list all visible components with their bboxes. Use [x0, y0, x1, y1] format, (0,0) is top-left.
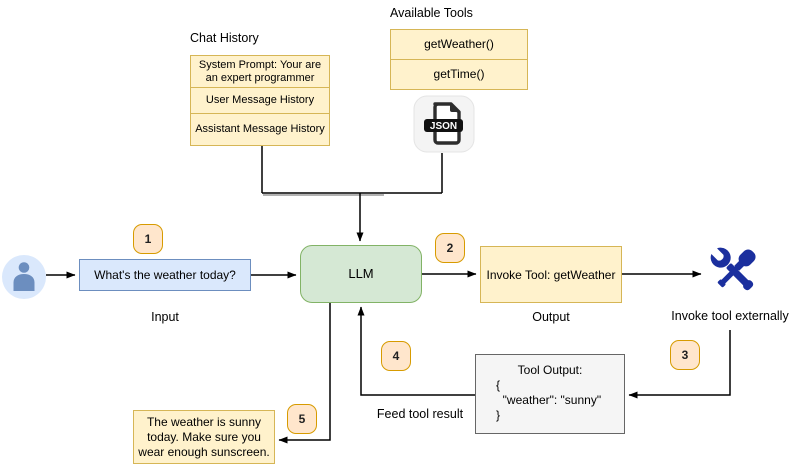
- available-tools-table: getWeather() getTime(): [390, 29, 528, 90]
- response-box: The weather is sunny today. Make sure yo…: [133, 410, 275, 464]
- output-box: Invoke Tool: getWeather: [480, 246, 622, 303]
- tool-getweather: getWeather(): [424, 37, 494, 51]
- input-label: Input: [151, 310, 179, 324]
- tool-output-box: Tool Output: { "weather": "sunny" }: [475, 354, 625, 434]
- chat-history-table: System Prompt: Your are an expert progra…: [190, 55, 330, 146]
- step-badge-4: 4: [381, 341, 411, 371]
- edge-tooloutput-llm: [357, 306, 475, 396]
- tool-gettime: getTime(): [391, 59, 527, 89]
- llm-box: LLM: [300, 245, 422, 303]
- step-badge-3: 3: [670, 340, 700, 370]
- available-tools-label: Available Tools: [390, 6, 473, 20]
- step-badge-2: 2: [435, 233, 465, 263]
- chat-history-row-system: System Prompt: Your are an expert progra…: [198, 58, 322, 84]
- json-file-icon: JSON: [413, 95, 475, 153]
- feed-result-label: Feed tool result: [376, 407, 464, 421]
- json-badge-text: JSON: [430, 121, 457, 132]
- tool-output-title: Tool Output:: [517, 363, 583, 377]
- chat-history-label: Chat History: [190, 31, 259, 45]
- tool-output-code: { "weather": "sunny" }: [496, 378, 602, 422]
- chat-history-row-user: User Message History: [191, 87, 329, 113]
- input-box: What's the weather today?: [79, 259, 251, 291]
- tools-icon: [704, 243, 764, 300]
- step-badge-1: 1: [133, 224, 163, 254]
- user-icon: [2, 255, 46, 299]
- output-label: Output: [532, 310, 570, 324]
- invoke-external-label: Invoke tool externally: [671, 309, 789, 323]
- step-badge-5: 5: [287, 404, 317, 434]
- chat-history-row-assistant: Assistant Message History: [191, 113, 329, 145]
